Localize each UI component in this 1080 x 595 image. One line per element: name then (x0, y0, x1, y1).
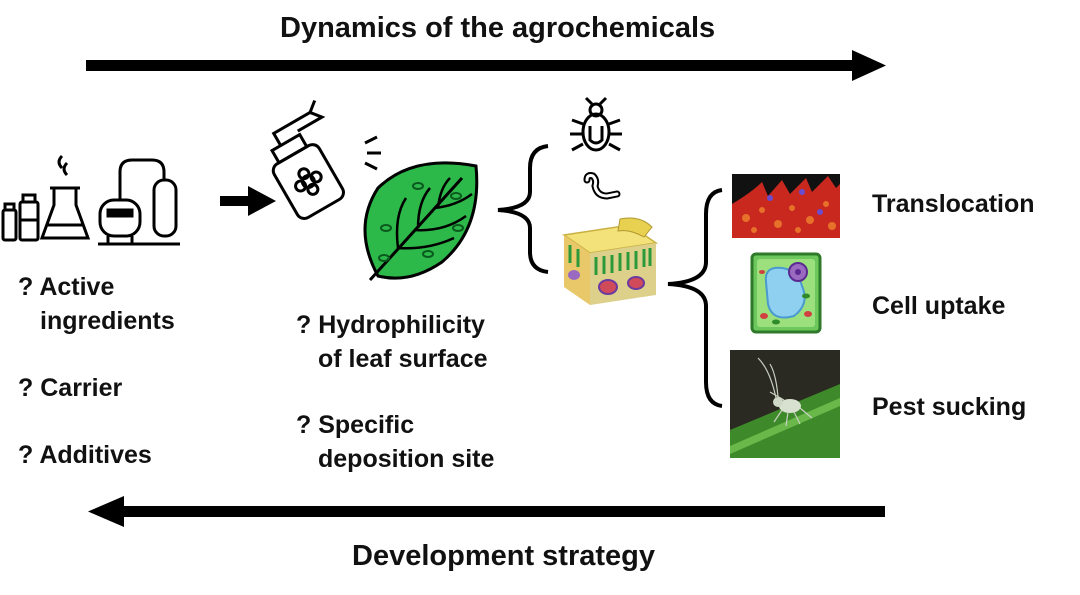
question-mark: ? (18, 273, 34, 301)
spray-bottle-icon (269, 99, 381, 220)
leaf-tissue-icon (562, 217, 658, 305)
question-active-ingredients: ? Active ingredients (18, 270, 218, 338)
reactor-icon (98, 158, 180, 246)
bottom-title: Development strategy (352, 540, 655, 572)
question-mark: ? (296, 411, 312, 439)
question-additives: ? Additives (18, 438, 152, 472)
brace-left (497, 144, 549, 274)
brace-right (667, 188, 723, 408)
worm-icon (583, 172, 621, 200)
label-pest-sucking: Pest sucking (872, 393, 1027, 421)
question-text-line2: deposition site (318, 445, 495, 473)
lab-equipment (1, 154, 180, 246)
question-text-line1: Active (39, 273, 115, 301)
question-text-line1: Specific (318, 411, 415, 439)
question-deposition-site: ? Specific deposition site (296, 408, 546, 476)
translocation-image (732, 174, 840, 238)
small-right-arrow (220, 186, 276, 216)
plant-cell-image (750, 252, 822, 334)
question-text-line2: ingredients (40, 307, 175, 335)
question-text-line1: Additives (39, 441, 152, 469)
question-mark: ? (18, 374, 34, 402)
question-hydrophilicity: ? Hydrophilicity of leaf surface (296, 308, 546, 376)
flask-icon (39, 154, 91, 240)
top-arrow (86, 50, 886, 81)
label-cell-uptake: Cell uptake (872, 292, 1006, 320)
bottom-arrow (88, 496, 885, 527)
top-title: Dynamics of the agrochemicals (280, 12, 716, 44)
question-text-line1: Hydrophilicity (318, 311, 485, 339)
question-mark: ? (18, 441, 34, 469)
label-translocation: Translocation (872, 190, 1035, 218)
question-carrier: ? Carrier (18, 371, 122, 405)
question-mark: ? (296, 311, 312, 339)
question-text-line2: of leaf surface (318, 345, 488, 373)
bottles-icon (1, 193, 40, 242)
leaf-icon (363, 161, 479, 282)
aphid-image (730, 350, 840, 458)
question-text-line1: Carrier (40, 374, 123, 402)
bug-icon (570, 96, 622, 152)
